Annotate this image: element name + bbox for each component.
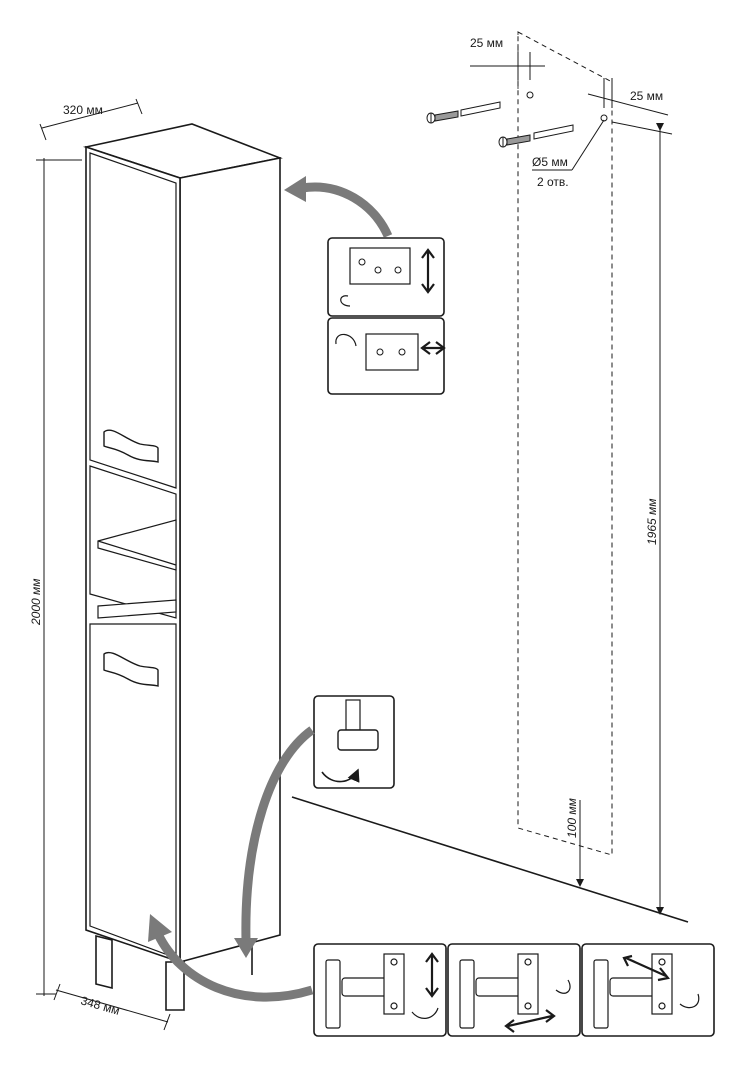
dim-height: 2000 мм: [29, 158, 82, 996]
dim-hole-offset-left: 25 мм: [470, 36, 545, 80]
dim-depth-top-label: 320 мм: [63, 103, 103, 117]
depth-adjust-arrow-icon: [420, 341, 446, 355]
arrow-to-foot: [241, 726, 315, 941]
hinge-adjust-panels: [313, 943, 715, 1037]
dim-mount-height-label: 1965 мм: [645, 499, 659, 545]
arrow-to-top-hinge: [301, 182, 393, 238]
dim-hole-offset-right-label: 25 мм: [630, 89, 663, 103]
vertical-adjust-arrow-icon: [425, 952, 439, 998]
floor-line: [291, 796, 689, 923]
hinge-panel-depth: [593, 953, 700, 1029]
callout-arrows: [148, 176, 393, 1002]
dim-hole-offset-left-label: 25 мм: [470, 36, 503, 50]
dim-bottom-gap-label: 100 мм: [565, 798, 579, 838]
hole-diameter-label: Ø5 мм: [532, 155, 568, 169]
foot-adjust-inset: [313, 695, 395, 789]
dim-hole-offset-right: 25 мм: [587, 78, 669, 116]
door-handle-upper: [103, 429, 159, 463]
hinge-adjust-inset: [327, 237, 446, 395]
depth-adjust-arrow-icon: [622, 954, 670, 982]
mount-hole-left: [526, 91, 534, 99]
horizontal-adjust-arrow-icon: [504, 1009, 556, 1033]
dim-mount-height: 1965 мм: [611, 121, 673, 915]
rotate-arrow-icon: [321, 768, 360, 783]
screw-lower: [498, 124, 574, 148]
door-handle-lower: [103, 651, 159, 687]
cabinet-illustration: [82, 123, 283, 1011]
dim-depth-bottom: 348 мм: [53, 983, 171, 1031]
vertical-adjust-arrow-icon: [421, 248, 435, 294]
dim-height-label: 2000 мм: [29, 579, 43, 626]
hinge-panel-vertical: [325, 952, 439, 1029]
dim-depth-top: 320 мм: [39, 98, 143, 141]
hole-count-label: 2 отв.: [537, 175, 569, 189]
hinge-panel-horizontal: [459, 953, 571, 1033]
mount-hole-right: [600, 114, 608, 122]
arrow-to-door-hinge: [153, 931, 314, 1002]
dim-depth-bottom-label: 348 мм: [79, 993, 121, 1017]
screw-upper: [426, 101, 501, 124]
dim-bottom-gap: 100 мм: [565, 798, 584, 887]
hole-diameter-callout: Ø5 мм 2 отв.: [532, 119, 605, 189]
